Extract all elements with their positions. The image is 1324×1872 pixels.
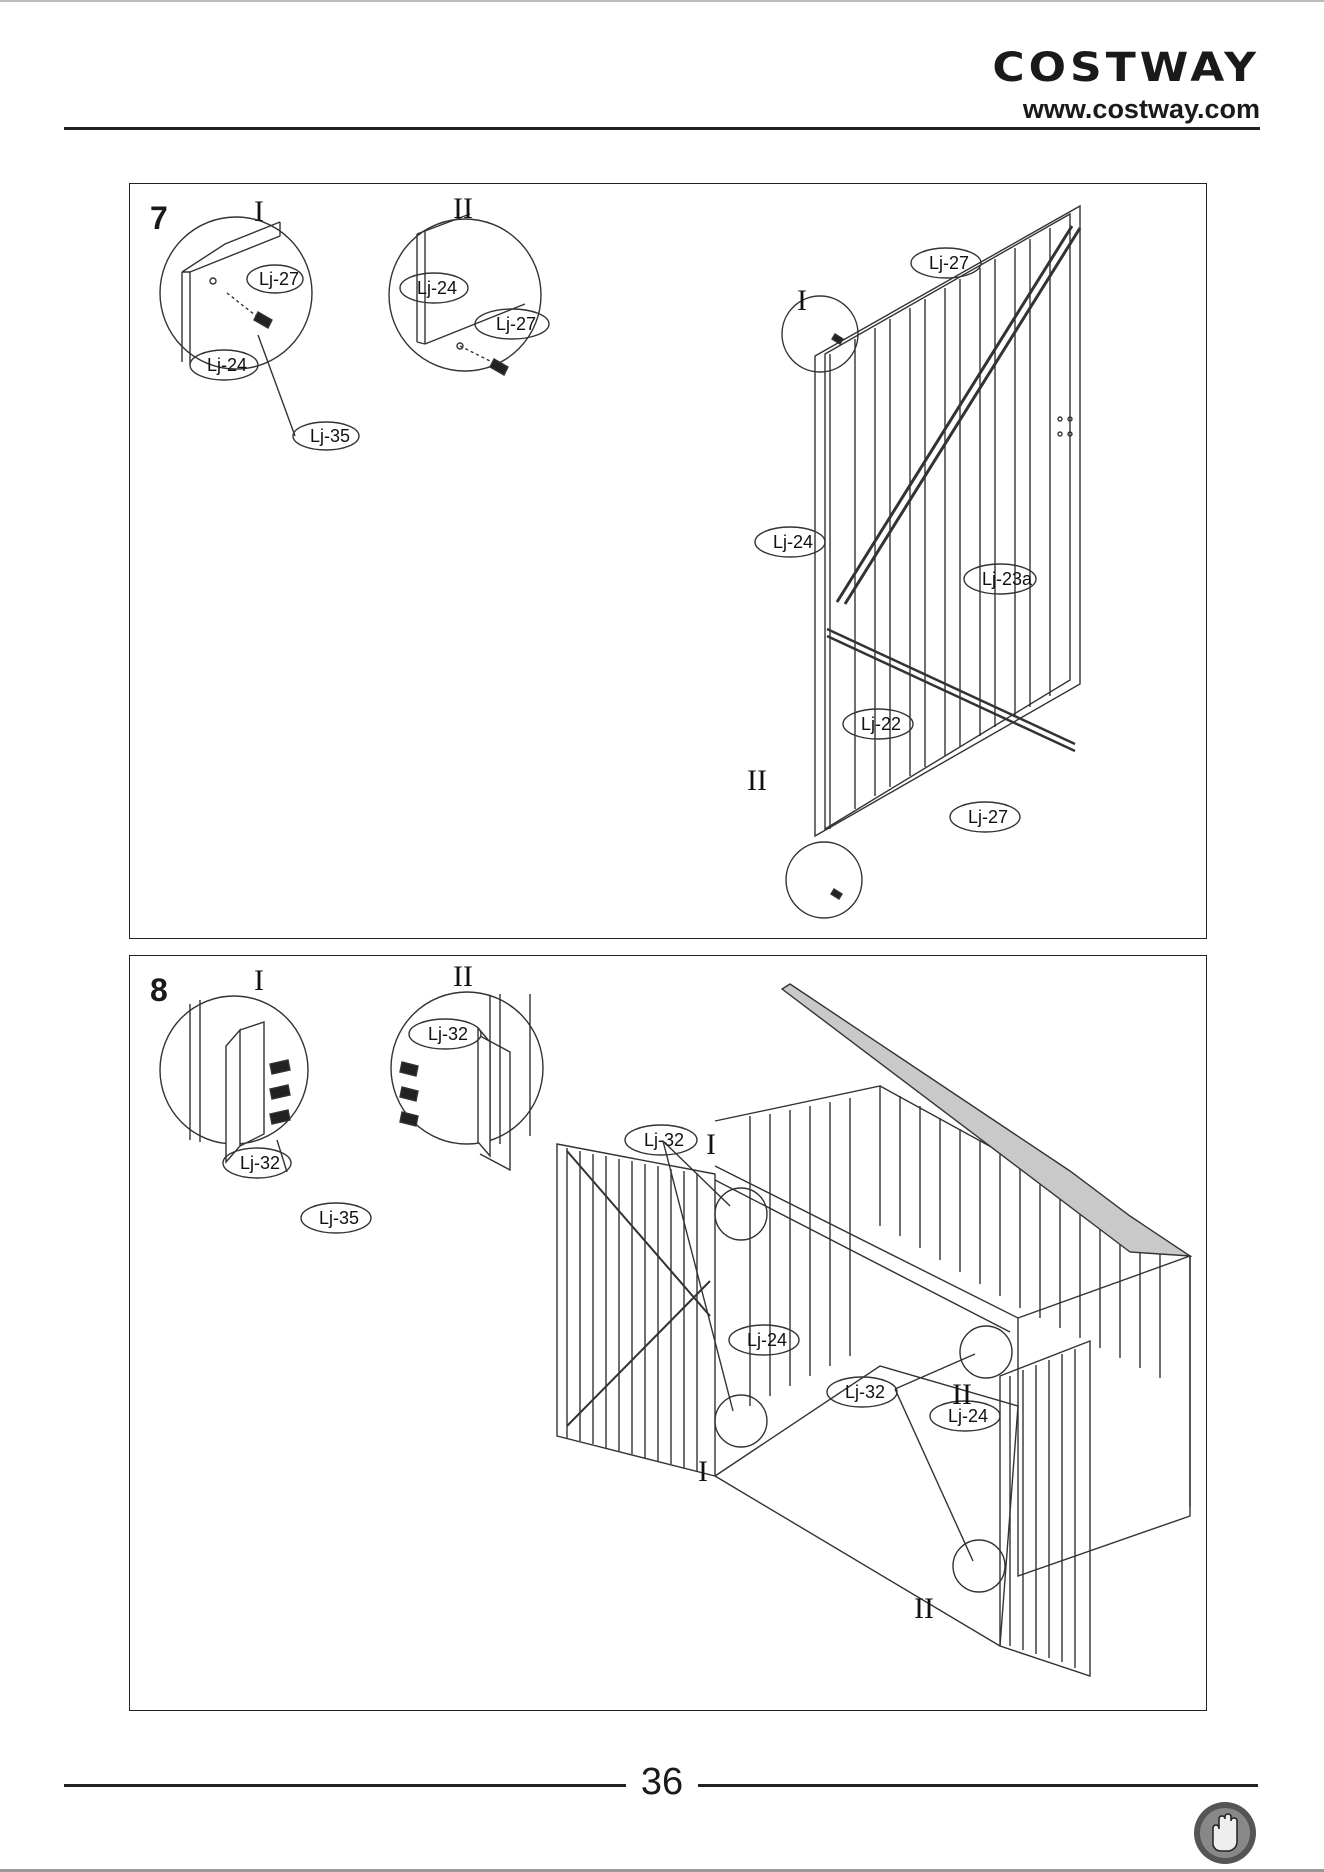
part-label: Lj-35 xyxy=(310,426,350,446)
detail-circle-I xyxy=(160,217,312,436)
marker-II: II xyxy=(914,1592,934,1625)
detail-marker-I: I xyxy=(254,964,264,997)
part-label: Lj-27 xyxy=(968,807,1008,827)
part-label: Lj-35 xyxy=(319,1208,359,1228)
brand-header: COSTWAY www.costway.com xyxy=(992,46,1260,124)
part-label: Lj-32 xyxy=(240,1153,280,1173)
footer-rule-left xyxy=(64,1784,626,1787)
detail-marker-I: I xyxy=(254,195,264,228)
marker-II: II xyxy=(747,764,767,797)
detail-circle-II xyxy=(391,992,543,1170)
marker-II: II xyxy=(952,1378,972,1411)
step-7-diagram: I II Lj-27 Lj-24 Lj-35 Lj-24 Lj-27 Lj-27… xyxy=(130,184,1208,940)
part-label: Lj-24 xyxy=(747,1330,787,1350)
footer-rule-right xyxy=(698,1784,1258,1787)
marker-I: I xyxy=(706,1128,716,1161)
marker-I: I xyxy=(698,1455,708,1488)
part-label: Lj-24 xyxy=(773,532,813,552)
part-label: Lj-22 xyxy=(861,714,901,734)
detail-circle-I xyxy=(160,996,308,1172)
brand-logo: COSTWAY xyxy=(992,48,1260,88)
part-label: Lj-32 xyxy=(644,1130,684,1150)
detail-marker-II: II xyxy=(453,192,473,225)
top-rule xyxy=(0,0,1324,2)
step-8-diagram: I II Lj-32 Lj-35 Lj-32 Lj-32 Lj-24 Lj-32… xyxy=(130,956,1208,1712)
part-label: Lj-23a xyxy=(982,569,1033,589)
part-label: Lj-32 xyxy=(845,1382,885,1402)
part-label: Lj-32 xyxy=(428,1024,468,1044)
detail-marker-II: II xyxy=(453,960,473,993)
part-label: Lj-24 xyxy=(207,355,247,375)
part-label: Lj-27 xyxy=(929,253,969,273)
step-8-panel: 8 xyxy=(129,955,1207,1711)
header-divider xyxy=(64,127,1260,130)
step-7-panel: 7 xyxy=(129,183,1207,939)
page-number: 36 xyxy=(612,1760,712,1804)
brand-url: www.costway.com xyxy=(992,94,1260,124)
part-label: Lj-27 xyxy=(259,269,299,289)
part-label: Lj-24 xyxy=(417,278,457,298)
part-label: Lj-27 xyxy=(496,314,536,334)
side-wall-frame xyxy=(782,206,1080,918)
glove-icon xyxy=(1193,1801,1257,1865)
marker-I: I xyxy=(797,284,807,317)
storage-shed xyxy=(557,984,1190,1676)
